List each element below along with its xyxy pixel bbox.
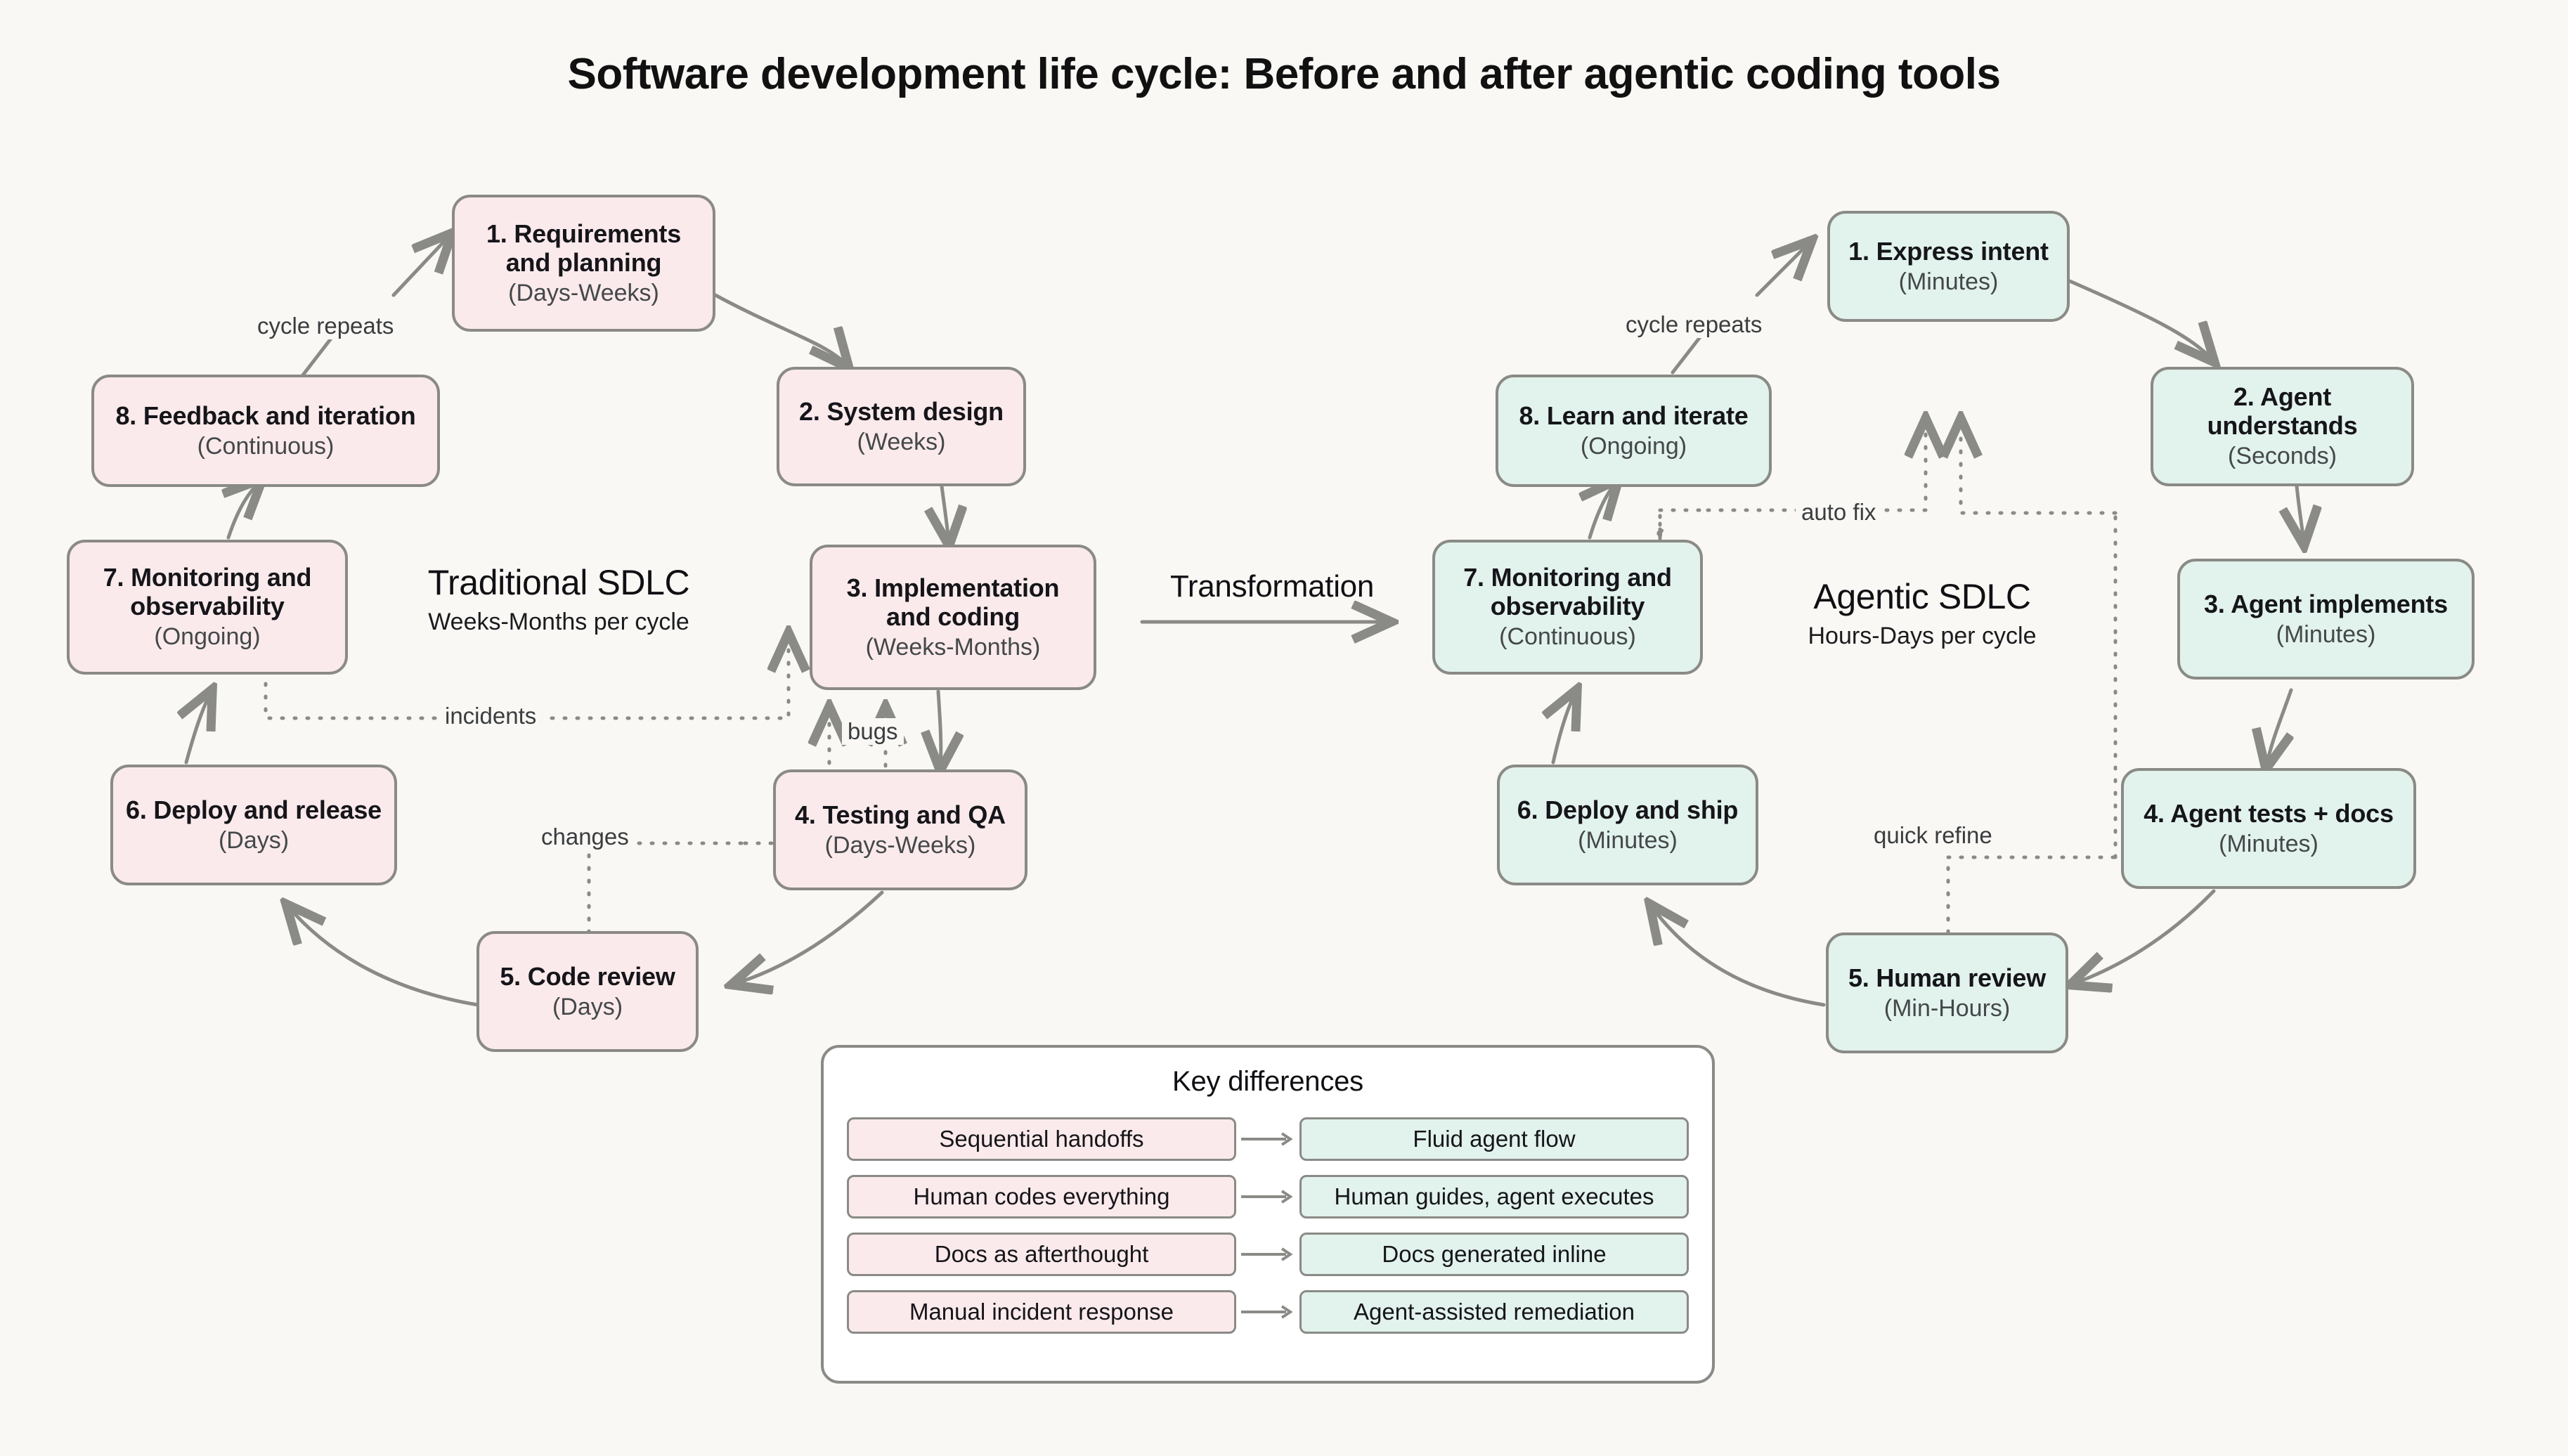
key-before-cell: Sequential handoffs: [847, 1117, 1236, 1161]
key-before-cell: Docs as afterthought: [847, 1233, 1236, 1276]
left-node-8[interactable]: 8. Feedback and iteration (Continuous): [91, 375, 440, 487]
key-difference-row: Manual incident response Agent-assisted …: [824, 1290, 1712, 1334]
key-before-cell: Manual incident response: [847, 1290, 1236, 1334]
node-label: 6. Deploy and ship: [1517, 795, 1739, 824]
node-label: 5. Human review: [1848, 963, 2047, 992]
node-meta: (Minutes): [1898, 268, 1999, 295]
node-meta: (Continuous): [1499, 623, 1636, 651]
arrow-right-icon: [1236, 1117, 1299, 1161]
key-after-cell: Agent-assisted remediation: [1299, 1290, 1689, 1334]
right-center-title: Agentic SDLC: [1813, 577, 2031, 616]
arrow-right-icon: [1236, 1290, 1299, 1334]
right-label-cycle-repeats: cycle repeats: [1620, 311, 1768, 338]
key-difference-row: Sequential handoffs Fluid agent flow: [824, 1117, 1712, 1161]
node-label: 5. Code review: [500, 961, 675, 991]
arrow-right-icon: [1236, 1175, 1299, 1218]
node-meta: (Min-Hours): [1883, 994, 2011, 1022]
left-node-4[interactable]: 4. Testing and QA (Days-Weeks): [773, 769, 1027, 890]
key-differences-title: Key differences: [1172, 1066, 1363, 1097]
node-label: 6. Deploy and release: [126, 795, 382, 824]
key-differences-rows: Sequential handoffs Fluid agent flow Hum…: [824, 1117, 1712, 1334]
right-node-4[interactable]: 4. Agent tests + docs (Minutes): [2121, 768, 2416, 889]
right-node-8[interactable]: 8. Learn and iterate (Ongoing): [1496, 375, 1772, 487]
node-meta: (Weeks-Months): [865, 633, 1041, 661]
left-cycle-center: Traditional SDLC Weeks-Months per cycle: [390, 562, 727, 636]
node-meta: (Weeks): [857, 428, 946, 455]
right-center-subtitle: Hours-Days per cycle: [1808, 623, 2037, 649]
node-meta: (Minutes): [2219, 830, 2319, 857]
transformation-label: Transformation: [1169, 569, 1375, 604]
right-node-1[interactable]: 1. Express intent (Minutes): [1827, 211, 2070, 322]
key-differences-panel: Key differences Sequential handoffs Flui…: [821, 1045, 1715, 1384]
node-meta: (Ongoing): [154, 623, 261, 651]
left-center-title: Traditional SDLC: [427, 563, 690, 602]
right-cycle-center: Agentic SDLC Hours-Days per cycle: [1757, 576, 2087, 650]
node-meta: (Days): [218, 826, 290, 854]
right-node-5[interactable]: 5. Human review (Min-Hours): [1826, 932, 2068, 1053]
left-label-incidents: incidents: [439, 703, 543, 729]
key-before-cell: Human codes everything: [847, 1175, 1236, 1218]
node-label: 4. Testing and QA: [795, 800, 1006, 829]
node-meta: (Minutes): [2276, 620, 2376, 648]
left-label-changes: changes: [536, 824, 635, 850]
right-label-auto-fix: auto fix: [1796, 499, 1882, 526]
key-after-cell: Docs generated inline: [1299, 1233, 1689, 1276]
node-meta: (Minutes): [1578, 826, 1678, 854]
key-after-cell: Fluid agent flow: [1299, 1117, 1689, 1161]
node-meta: (Days-Weeks): [508, 279, 659, 306]
right-node-6[interactable]: 6. Deploy and ship (Minutes): [1497, 765, 1758, 885]
right-label-quick-refine: quick refine: [1868, 822, 1998, 849]
right-node-3[interactable]: 3. Agent implements (Minutes): [2177, 559, 2475, 680]
node-label: 3. Agent implements: [2204, 589, 2448, 618]
page-title: Software development life cycle: Before …: [567, 50, 2001, 98]
left-node-6[interactable]: 6. Deploy and release (Days): [110, 765, 397, 885]
node-meta: (Days-Weeks): [824, 831, 976, 859]
key-after-cell: Human guides, agent executes: [1299, 1175, 1689, 1218]
node-label: 2. System design: [799, 396, 1004, 426]
left-center-subtitle: Weeks-Months per cycle: [428, 609, 689, 635]
right-node-2[interactable]: 2. Agent understands (Seconds): [2151, 367, 2414, 486]
node-label: 8. Feedback and iteration: [115, 401, 416, 430]
left-label-cycle-repeats: cycle repeats: [252, 313, 400, 339]
left-node-5[interactable]: 5. Code review (Days): [476, 931, 699, 1052]
left-node-2[interactable]: 2. System design (Weeks): [777, 367, 1026, 486]
node-meta: (Ongoing): [1580, 432, 1687, 460]
node-label: 8. Learn and iterate: [1519, 401, 1749, 430]
node-label: 2. Agent understands: [2207, 382, 2358, 441]
transformation-block: Transformation: [1124, 569, 1420, 604]
node-meta: (Days): [552, 993, 623, 1020]
node-meta: (Seconds): [2228, 443, 2337, 470]
key-difference-row: Docs as afterthought Docs generated inli…: [824, 1233, 1712, 1276]
node-label: 4. Agent tests + docs: [2144, 798, 2394, 828]
left-label-bugs: bugs: [842, 718, 904, 745]
node-label: 1. Express intent: [1848, 236, 2049, 266]
node-meta: (Continuous): [197, 432, 335, 460]
arrow-right-icon: [1236, 1233, 1299, 1276]
key-difference-row: Human codes everything Human guides, age…: [824, 1175, 1712, 1218]
